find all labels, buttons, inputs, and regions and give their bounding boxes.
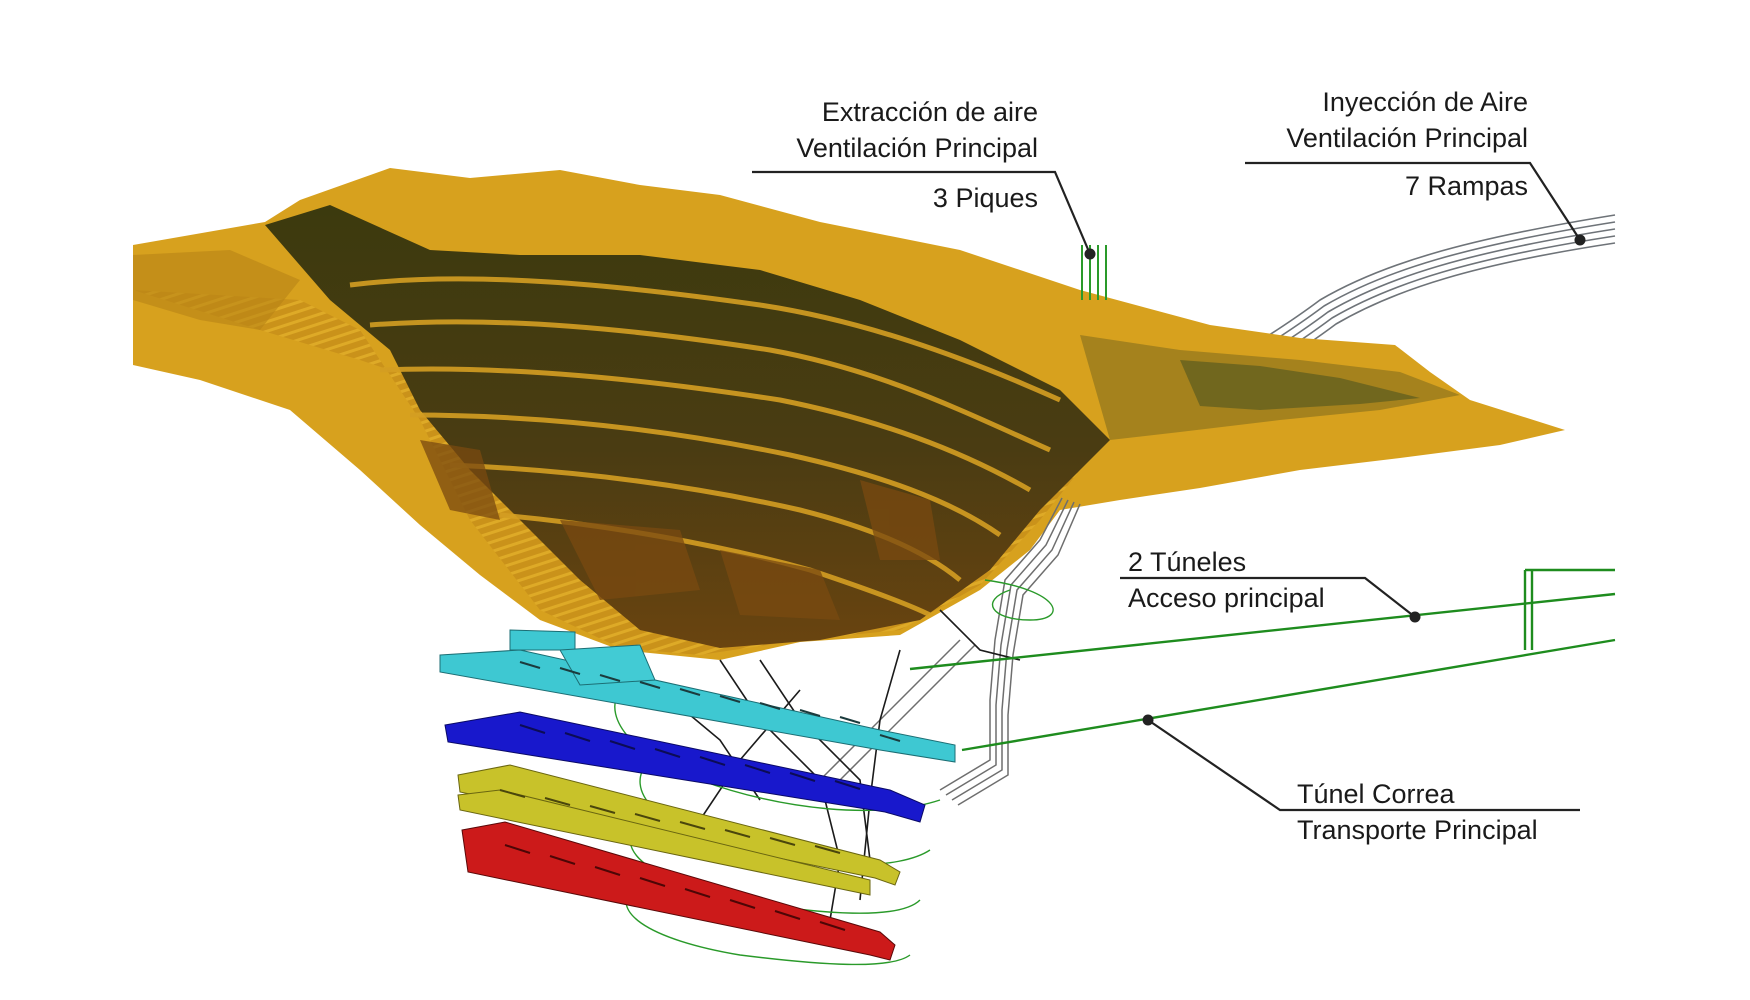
conveyor-leader-line <box>1147 719 1580 812</box>
production-level-4 <box>461 821 896 961</box>
production-level-3 <box>457 764 901 896</box>
extraction-callout-line1: Extracción de aire <box>821 97 1038 127</box>
tunnels-callout-line2: Acceso principal <box>1128 583 1325 613</box>
terrain-surface <box>133 168 1565 660</box>
injection-callout-count: 7 Rampas <box>1404 171 1528 201</box>
tunnels-leader-line <box>1120 576 1416 618</box>
conveyor-callout-line2: Transporte Principal <box>1297 815 1538 845</box>
tunnels-callout-line1: 2 Túneles <box>1128 547 1247 577</box>
extraction-leader-line <box>752 170 1092 255</box>
extraction-callout-line2: Ventilación Principal <box>796 133 1038 163</box>
callout-anchor-dots <box>1084 234 1586 726</box>
injection-callout-line1: Inyección de Aire <box>1322 87 1528 117</box>
tunnels-anchor-dot <box>1409 611 1421 623</box>
injection-anchor-dot <box>1574 234 1586 246</box>
extraction-callout-count: 3 Piques <box>932 183 1038 213</box>
callout-leaders <box>752 161 1581 812</box>
production-level-1 <box>439 629 956 763</box>
conveyor-callout-line1: Túnel Correa <box>1297 779 1455 809</box>
access-tunnels <box>909 568 1616 752</box>
injection-leader-line <box>1245 161 1581 241</box>
injection-callout-line2: Ventilación Principal <box>1286 123 1528 153</box>
conveyor-anchor-dot <box>1142 714 1154 726</box>
production-level-2 <box>444 711 926 823</box>
extraction-anchor-dot <box>1084 248 1096 260</box>
